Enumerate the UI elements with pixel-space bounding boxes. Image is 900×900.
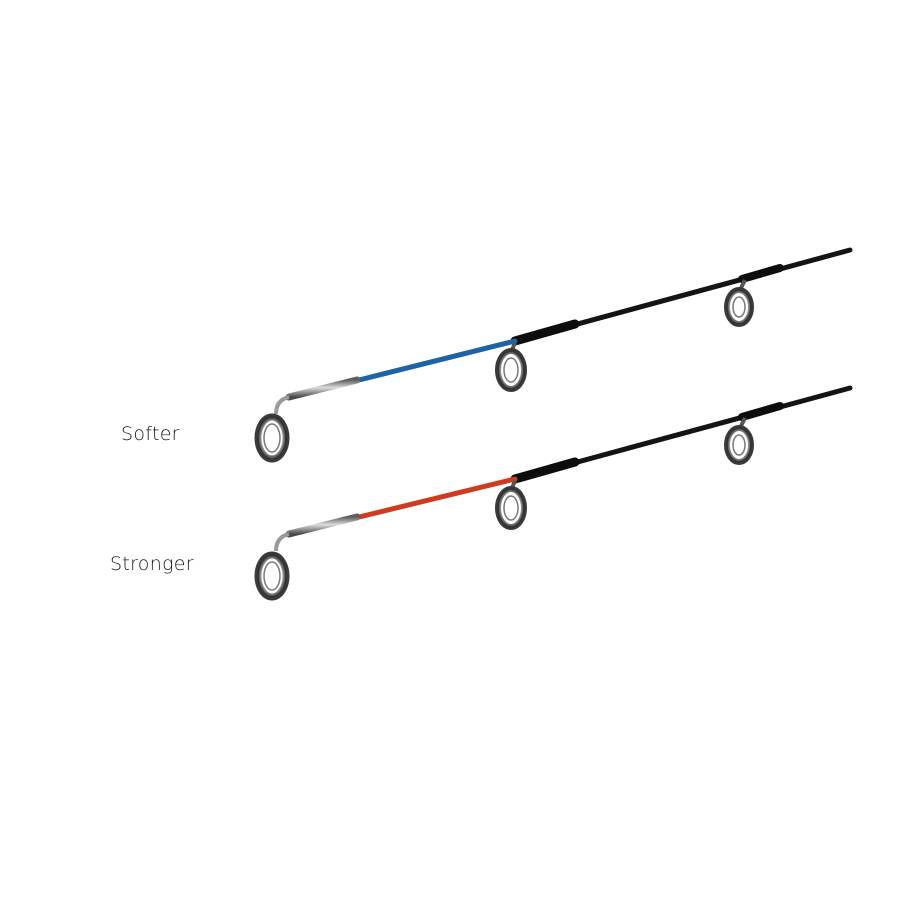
- middle-guide: [495, 342, 527, 392]
- stronger-tip-section: [352, 476, 518, 521]
- rod-softer: [254, 247, 853, 463]
- label-stronger: Stronger: [110, 553, 194, 575]
- tip-top-guide: [254, 413, 290, 463]
- softer-tip-section: [352, 338, 518, 384]
- label-softer: Softer: [121, 423, 180, 445]
- upper-guide: [724, 417, 754, 465]
- upper-guide: [724, 279, 754, 327]
- rod-stronger: [254, 385, 853, 601]
- middle-guide: [495, 480, 527, 530]
- tip-top-guide: [254, 551, 290, 601]
